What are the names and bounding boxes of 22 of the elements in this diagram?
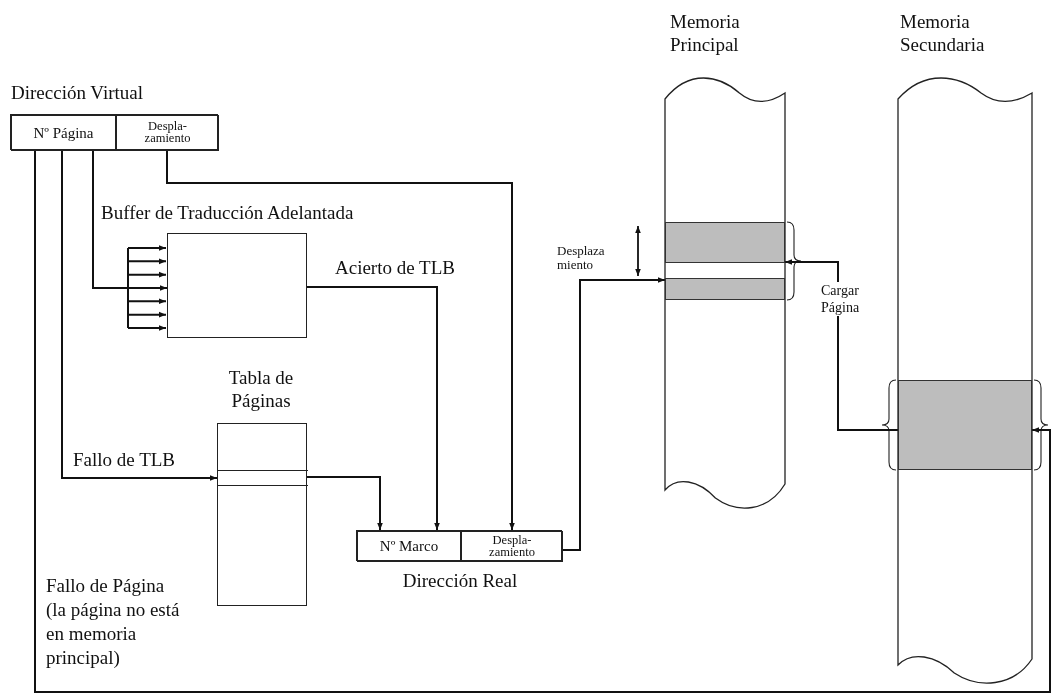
arrow	[784, 259, 899, 431]
arrow	[61, 149, 218, 481]
heading: Dirección Real	[401, 569, 519, 592]
arrow	[306, 476, 383, 531]
arrow	[166, 149, 515, 531]
arrow	[306, 286, 440, 531]
page-frame	[665, 222, 785, 263]
heading: Buffer de Traducción Adelantada	[101, 201, 354, 224]
arrow	[92, 149, 168, 291]
address-field: Despla- zamiento	[116, 115, 219, 151]
heading: Memoria Secundaria	[900, 10, 986, 56]
address-field: Despla- zamiento	[461, 531, 563, 562]
address-field: Nº Página	[11, 115, 116, 151]
table-row	[218, 470, 308, 486]
page-block	[898, 380, 1032, 470]
address-field: Nº Marco	[357, 531, 461, 562]
heading: Tabla de Páginas	[227, 366, 295, 412]
arrow	[34, 149, 1051, 693]
arrow	[561, 277, 666, 551]
page-frame	[665, 278, 785, 300]
heading: Memoria Principal	[670, 10, 741, 56]
heading: Dirección Virtual	[11, 81, 143, 104]
